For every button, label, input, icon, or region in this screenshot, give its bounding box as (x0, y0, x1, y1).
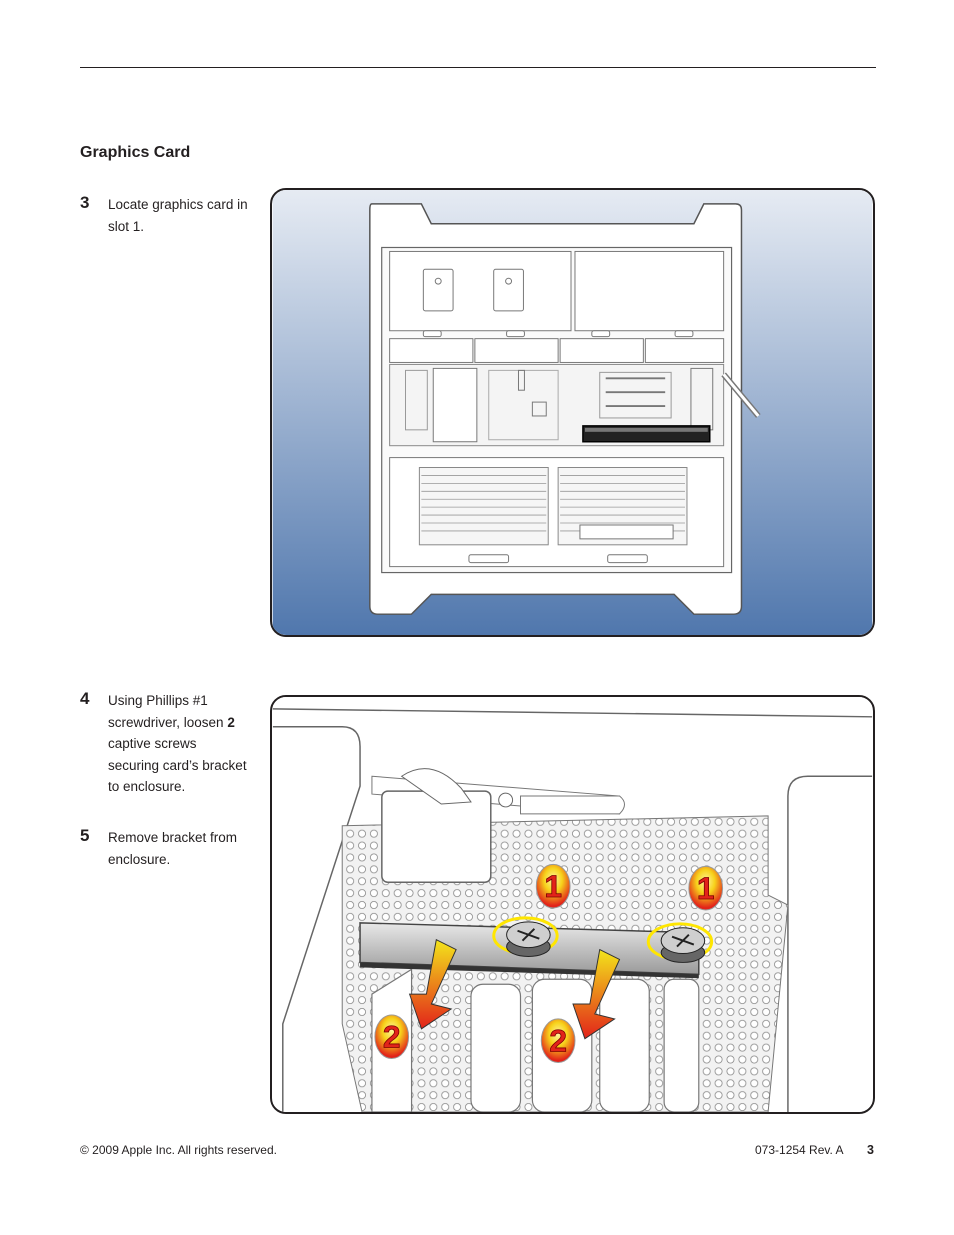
callout-badge-arrow-right: 2 (540, 1018, 576, 1063)
callout-number: 2 (383, 1019, 401, 1055)
step-4-screw-count: 2 (227, 714, 235, 730)
mac-pro-diagram (272, 190, 873, 635)
copyright: © 2009 Apple Inc. All rights reserved. (80, 1143, 277, 1157)
page-number: 3 (867, 1143, 874, 1157)
document-revision: 073-1254 Rev. A (755, 1143, 844, 1157)
callout-badge-screw-left: 1 (535, 863, 571, 909)
callout-number: 1 (544, 868, 562, 904)
enclosure-illustration (270, 188, 875, 637)
step-5-number: 5 (80, 826, 90, 845)
step-5-text: Remove bracket from enclosure. (108, 830, 238, 867)
screw-right-icon (646, 922, 714, 963)
step-4-text: Using Phillips #1 screwdriver, loosen 2 … (108, 690, 248, 798)
step-4-number: 4 (80, 689, 90, 708)
step-3-number: 3 (80, 193, 90, 212)
callout-badge-arrow-left: 2 (374, 1014, 410, 1060)
bracket-diagram: 1 1 2 2 (272, 697, 873, 1112)
step-4-text-part: Using Phillips #1 screwdriver, loosen (108, 693, 228, 730)
step-3-text: Locate graphics card in slot 1. (108, 197, 248, 234)
bracket-illustration: 1 1 2 2 (270, 695, 875, 1114)
callout-number: 2 (549, 1023, 567, 1059)
step-4-text-part: captive screws securing card’s bracket t… (108, 736, 247, 794)
section-title: Graphics Card (80, 144, 191, 161)
header-rule (80, 67, 876, 68)
callout-badge-screw-right: 1 (688, 865, 724, 911)
callout-number: 1 (697, 870, 715, 906)
screw-left-icon (492, 916, 559, 957)
